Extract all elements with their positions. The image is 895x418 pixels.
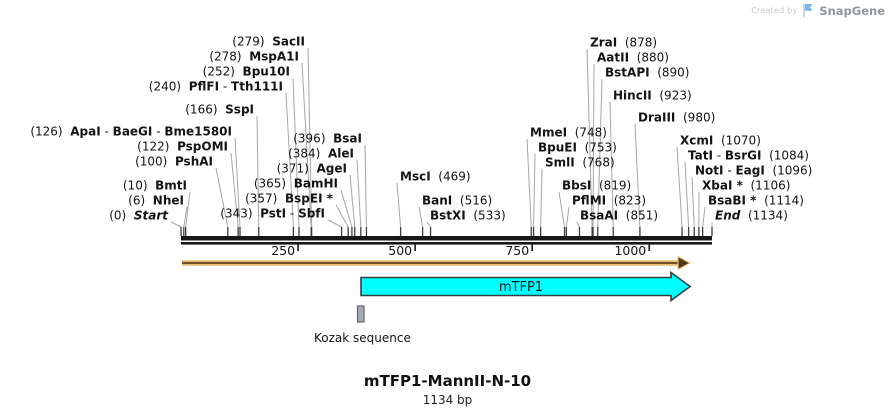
leader-line bbox=[676, 146, 683, 228]
site-label-BstAPI: BstAPI (890) bbox=[605, 66, 689, 80]
ruler-tick-label: 1000 bbox=[614, 243, 646, 258]
leader-line bbox=[356, 159, 362, 228]
map-footer: mTFP1-MannII-N-10 1134 bp bbox=[0, 372, 895, 407]
site-label-NotI: NotI - EagI (1096) bbox=[695, 164, 812, 178]
leader-line bbox=[684, 161, 690, 228]
site-label-SspI: (166) SspI bbox=[185, 103, 254, 117]
site-label-BsaAI: BsaAI (851) bbox=[580, 209, 658, 223]
leader-line bbox=[185, 191, 191, 228]
leader-line bbox=[533, 153, 536, 228]
leader-line bbox=[586, 48, 593, 228]
site-label-BamHI: (365) BamHI bbox=[254, 177, 338, 191]
snapgene-wordmark: SnapGene bbox=[819, 3, 885, 18]
ruler-line bbox=[181, 242, 712, 245]
site-label-ApaI: (126) ApaI - BaeGI - Bme1580I bbox=[30, 125, 232, 139]
site-label-HincII: HincII (923) bbox=[613, 89, 692, 103]
leader-line bbox=[301, 62, 312, 228]
leader-line bbox=[597, 78, 603, 228]
site-label-AatII: AatII (880) bbox=[597, 51, 669, 65]
construct-arrowhead-icon bbox=[677, 255, 692, 271]
site-label-TatI: TatI - BsrGI (1084) bbox=[688, 149, 809, 163]
site-label-NheI: (6) NheI bbox=[128, 194, 184, 208]
leader-line bbox=[349, 174, 356, 228]
ruler-tick-label: 250 bbox=[271, 243, 295, 258]
site-label-PspOMI: (122) PspOMI bbox=[137, 140, 228, 154]
feature-label-mtfp1: mTFP1 bbox=[499, 280, 543, 295]
leader-line bbox=[230, 152, 239, 228]
leader-line bbox=[565, 206, 570, 228]
leader-line bbox=[170, 221, 182, 228]
site-label-MmeI: MmeI (748) bbox=[530, 126, 607, 140]
site-label-PstI: (343) PstI - SbfI bbox=[220, 207, 325, 221]
site-label-BbsI: BbsI (819) bbox=[562, 179, 631, 193]
site-label-XcmI: XcmI (1070) bbox=[680, 134, 761, 148]
leader-line bbox=[609, 101, 614, 228]
leader-line bbox=[396, 182, 402, 228]
map-length: 1134 bp bbox=[422, 393, 473, 407]
snapgene-flag-icon bbox=[803, 4, 813, 17]
site-label-XbaI: XbaI * (1106) bbox=[702, 179, 790, 193]
leader-line bbox=[285, 92, 294, 228]
site-label-BmtI: (10) BmtI bbox=[123, 179, 187, 193]
leader-line bbox=[215, 167, 229, 228]
branding: Created by SnapGene bbox=[751, 3, 885, 18]
site-label-DraIII: DraIII (980) bbox=[638, 111, 715, 125]
leader-line bbox=[540, 168, 543, 228]
ruler-tick-label: 500 bbox=[388, 243, 412, 258]
site-label-ZraI: ZraI (878) bbox=[590, 36, 657, 50]
site-label-SacII: (279) SacII bbox=[232, 35, 305, 49]
sequence-bar bbox=[181, 236, 712, 241]
leader-line bbox=[292, 77, 300, 228]
site-label-Bpu10I: (252) Bpu10I bbox=[203, 65, 290, 79]
site-label-End: End (1134) bbox=[715, 209, 788, 223]
leader-line bbox=[335, 204, 349, 228]
site-label-BpuEI: BpuEI (753) bbox=[538, 141, 617, 155]
leader-line bbox=[592, 63, 595, 228]
leader-line bbox=[364, 144, 367, 228]
leader-line bbox=[702, 206, 706, 228]
site-label-BspEI: (357) BspEI * bbox=[245, 192, 334, 206]
leader-line bbox=[340, 189, 353, 228]
leader-line bbox=[256, 115, 260, 228]
leader-line bbox=[576, 221, 580, 228]
leader-line bbox=[234, 137, 241, 228]
leader-line bbox=[307, 47, 313, 228]
site-label-AleI: (384) AleI bbox=[288, 147, 354, 161]
created-by-text: Created by bbox=[751, 6, 798, 15]
feature-box-kozak bbox=[356, 305, 365, 323]
leader-line bbox=[426, 221, 431, 228]
ruler-tick-label: 750 bbox=[505, 243, 529, 258]
feature-label-kozak: Kozak sequence bbox=[314, 331, 411, 345]
site-label-MspA1I: (278) MspA1I bbox=[209, 50, 299, 64]
site-label-PflMI: PflMI (823) bbox=[572, 194, 646, 208]
leader-line bbox=[183, 206, 188, 228]
site-label-MscI: MscI (469) bbox=[400, 170, 471, 184]
leader-line bbox=[634, 123, 641, 228]
site-label-Start: (0) Start bbox=[109, 209, 169, 223]
leader-line bbox=[327, 219, 342, 228]
site-label-BsaBI: BsaBI * (1114) bbox=[708, 194, 804, 208]
feature-arrow-mtfp1 bbox=[360, 270, 692, 303]
leader-line bbox=[558, 191, 565, 228]
site-label-BstXI: BstXI (533) bbox=[430, 209, 506, 223]
leader-line bbox=[526, 138, 532, 228]
leader-line bbox=[418, 206, 424, 228]
site-label-BanI: BanI (516) bbox=[422, 194, 492, 208]
map-title: mTFP1-MannII-N-10 bbox=[363, 372, 532, 390]
site-label-AgeI: (371) AgeI bbox=[277, 162, 347, 176]
site-label-PshAI: (100) PshAI bbox=[135, 155, 213, 169]
site-label-PflFI: (240) PflFI - Tth111I bbox=[149, 80, 283, 94]
site-label-BsaI: (396) BsaI bbox=[293, 132, 362, 146]
leader-line bbox=[691, 176, 695, 228]
site-label-SmlI: SmlI (768) bbox=[545, 156, 615, 170]
